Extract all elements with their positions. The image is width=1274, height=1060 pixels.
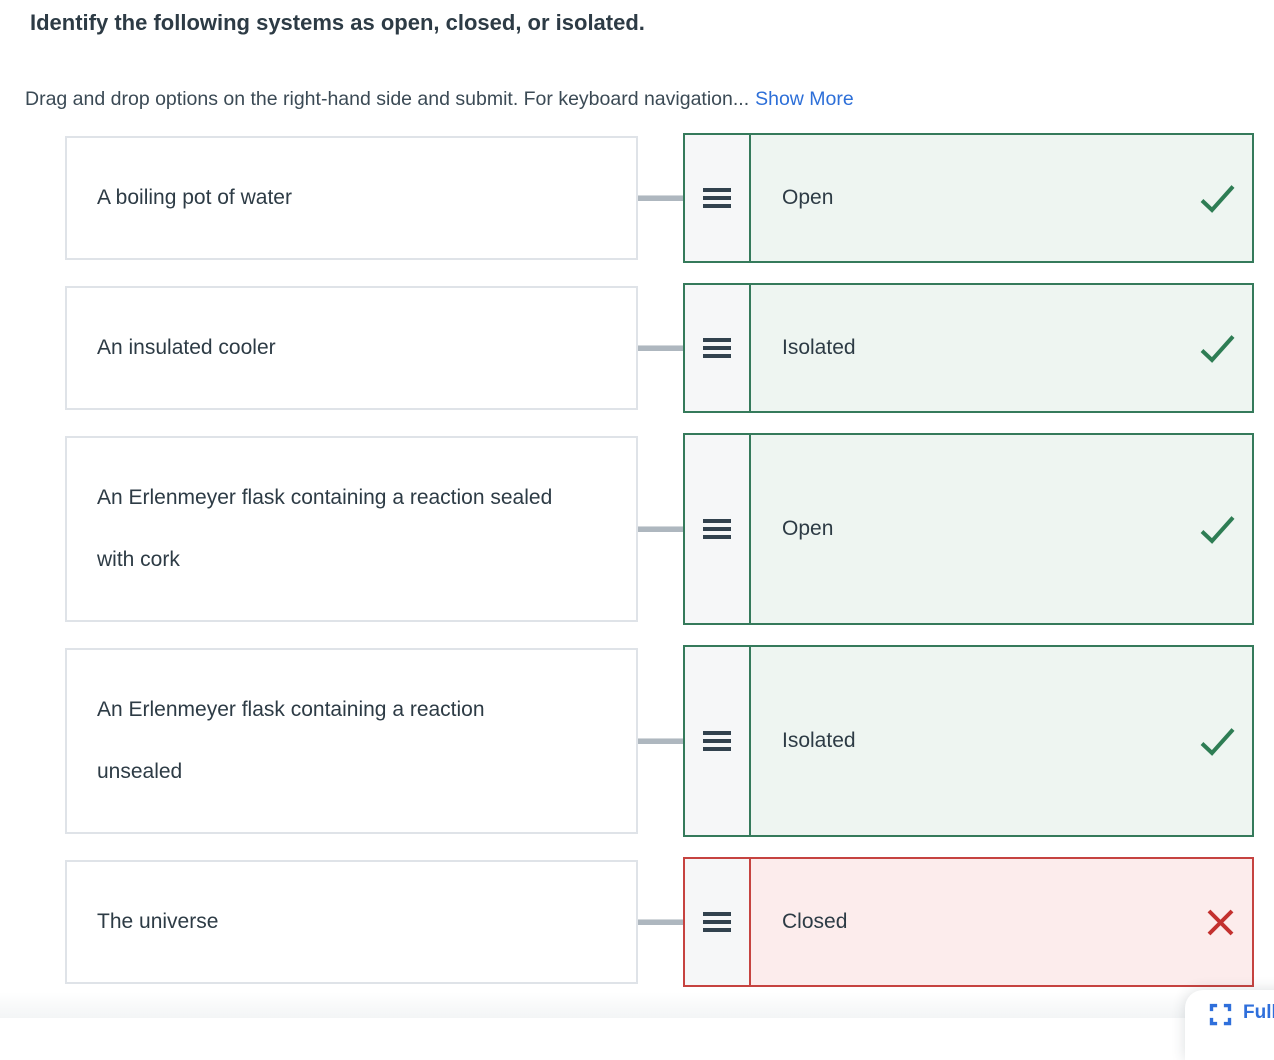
answer-text: Isolated	[782, 336, 856, 359]
prompt-card: An insulated cooler	[65, 286, 638, 410]
connector-line	[638, 195, 683, 201]
match-row: The universe Closed	[65, 857, 1254, 987]
prompt-text: A boiling pot of water	[97, 186, 292, 209]
match-row: An Erlenmeyer flask containing a reactio…	[65, 433, 1254, 625]
drag-handle[interactable]	[685, 135, 751, 261]
connector-line	[638, 919, 683, 925]
answer-body: Closed	[751, 859, 1252, 985]
prompt-text: The universe	[97, 910, 219, 933]
answer-dropzone[interactable]: Open	[683, 433, 1254, 625]
drag-handle-icon	[703, 346, 731, 350]
answer-dropzone[interactable]: Isolated	[683, 645, 1254, 837]
instructions-text: Drag and drop options on the right-hand …	[25, 86, 1274, 112]
connector-line	[638, 345, 683, 351]
drag-handle[interactable]	[685, 435, 751, 623]
fullscreen-icon	[1207, 1001, 1234, 1033]
drag-handle[interactable]	[685, 647, 751, 835]
prompt-card: A boiling pot of water	[65, 136, 638, 260]
prompt-text: An insulated cooler	[97, 336, 276, 359]
drag-handle-icon	[703, 527, 731, 531]
fullscreen-label: Fullscreen	[1243, 1002, 1274, 1023]
fullscreen-button[interactable]: Fullscreen	[1185, 990, 1274, 1060]
drag-handle-icon	[703, 739, 731, 743]
match-row: A boiling pot of water Open	[65, 133, 1254, 263]
drag-handle-icon	[703, 196, 731, 200]
check-icon	[1199, 333, 1236, 364]
answer-body: Open	[751, 135, 1252, 261]
answer-body: Isolated	[751, 647, 1252, 835]
drag-handle[interactable]	[685, 859, 751, 985]
answer-text: Isolated	[782, 729, 856, 752]
match-row: An Erlenmeyer flask containing a reactio…	[65, 645, 1254, 837]
drag-handle-icon	[703, 920, 731, 924]
prompt-text: An Erlenmeyer flask containing a reactio…	[97, 486, 553, 571]
prompt-card: The universe	[65, 860, 638, 984]
answer-dropzone[interactable]: Open	[683, 133, 1254, 263]
connector-line	[638, 526, 683, 532]
instructions-body: Drag and drop options on the right-hand …	[25, 88, 750, 110]
answer-text: Closed	[782, 910, 848, 933]
show-more-link[interactable]: Show More	[755, 88, 854, 110]
prompt-text: An Erlenmeyer flask containing a reactio…	[97, 698, 485, 783]
bottom-fade	[0, 992, 1274, 1018]
prompt-card: An Erlenmeyer flask containing a reactio…	[65, 648, 638, 834]
drag-handle[interactable]	[685, 285, 751, 411]
prompt-card: An Erlenmeyer flask containing a reactio…	[65, 436, 638, 622]
match-list: A boiling pot of water Open An insulated…	[65, 133, 1274, 987]
answer-body: Open	[751, 435, 1252, 623]
match-row: An insulated cooler Isolated	[65, 283, 1254, 413]
answer-text: Open	[782, 517, 834, 540]
answer-dropzone[interactable]: Isolated	[683, 283, 1254, 413]
answer-body: Isolated	[751, 285, 1252, 411]
page-title: Identify the following systems as open, …	[30, 10, 645, 35]
check-icon	[1199, 183, 1236, 214]
check-icon	[1199, 726, 1236, 757]
x-icon	[1205, 907, 1236, 938]
connector-line	[638, 738, 683, 744]
answer-text: Open	[782, 186, 834, 209]
check-icon	[1199, 514, 1236, 545]
answer-dropzone[interactable]: Closed	[683, 857, 1254, 987]
